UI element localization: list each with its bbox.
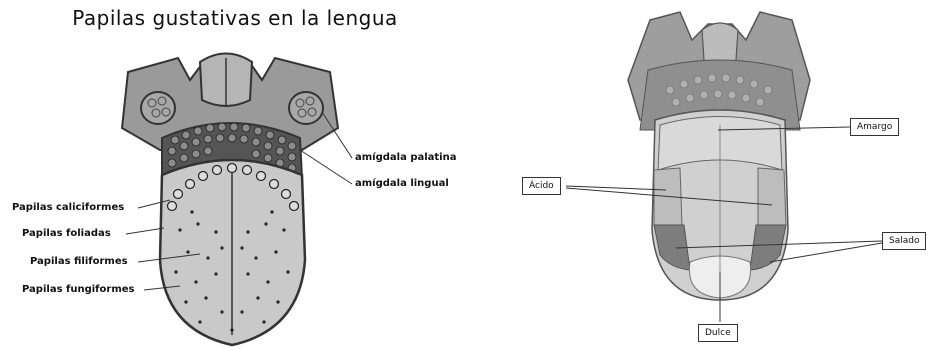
label-salado: Salado xyxy=(882,232,926,250)
label-amigdala-palatina: amígdala palatina xyxy=(355,152,456,163)
tongue-anatomy-illustration xyxy=(0,0,470,350)
label-acido: Ácido xyxy=(522,177,561,195)
papillae-diagram-panel: Papilas gustativas en la lengua xyxy=(0,0,470,350)
taste-map-illustration xyxy=(470,0,943,350)
label-papilas-foliadas: Papilas foliadas xyxy=(22,228,111,239)
label-papilas-caliciformes: Papilas caliciformes xyxy=(12,202,124,213)
taste-zones-panel: Amargo Ácido Salado Dulce xyxy=(470,0,943,350)
palatine-tonsil-right xyxy=(289,92,323,124)
palatine-tonsil-left xyxy=(141,92,175,124)
label-amargo: Amargo xyxy=(850,118,899,136)
label-amigdala-lingual: amígdala lingual xyxy=(355,178,449,189)
zone-acido-right xyxy=(758,168,786,225)
label-papilas-fungiformes: Papilas fungiformes xyxy=(22,284,135,295)
label-papilas-filiformes: Papilas filiformes xyxy=(30,256,128,267)
label-dulce: Dulce xyxy=(698,324,738,342)
